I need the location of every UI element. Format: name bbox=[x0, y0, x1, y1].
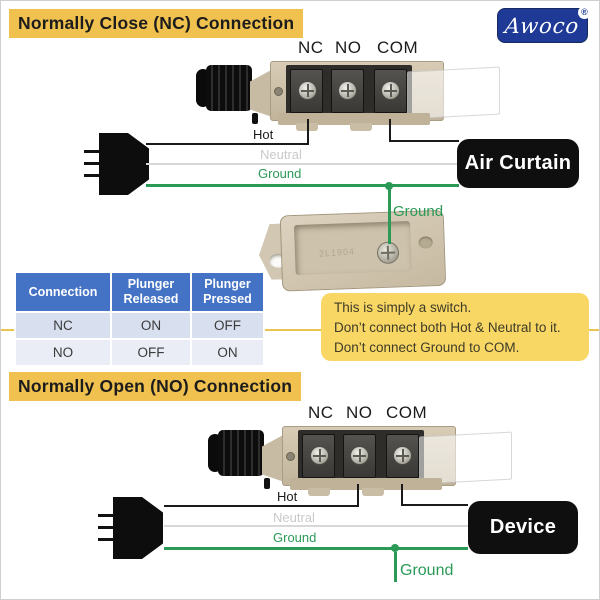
hot-wire bbox=[146, 143, 309, 145]
table-row: NO OFF ON bbox=[16, 340, 263, 365]
note-line: Don’t connect Ground to COM. bbox=[334, 340, 520, 355]
mount-tab bbox=[350, 123, 372, 131]
translucent-cover bbox=[407, 66, 500, 120]
column-header: Plunger Released bbox=[112, 273, 190, 311]
plug-body bbox=[113, 497, 163, 559]
no-terminal-label-no: NO bbox=[346, 403, 373, 422]
terminal-block-com bbox=[374, 69, 407, 113]
terminal-screw-no bbox=[350, 446, 369, 465]
terminal-screw-nc bbox=[310, 446, 329, 465]
ground-junction-dot bbox=[385, 182, 393, 190]
cell-released: OFF bbox=[112, 340, 190, 365]
hot-label-nc: Hot bbox=[253, 127, 274, 142]
plunger bbox=[218, 430, 264, 476]
neutral-wire bbox=[146, 163, 457, 165]
hot-wire-vertical bbox=[357, 484, 359, 507]
terminal-screw-com bbox=[381, 81, 400, 100]
hot-label-no: Hot bbox=[277, 489, 298, 504]
neutral-label-nc: Neutral bbox=[260, 147, 302, 162]
neutral-wire bbox=[164, 525, 468, 527]
nc-terminal-label-com: COM bbox=[377, 38, 419, 57]
mount-tab bbox=[308, 488, 330, 496]
column-header: Plunger Pressed bbox=[192, 273, 263, 311]
registered-trademark-icon: ® bbox=[578, 6, 591, 19]
cell-connection: NC bbox=[16, 313, 110, 338]
nc-terminal-label-nc: NC bbox=[298, 38, 324, 57]
body-pin bbox=[274, 87, 283, 96]
note-line: This is simply a switch. bbox=[334, 300, 472, 315]
connection-table: Connection Plunger Released Plunger Pres… bbox=[14, 271, 265, 367]
cell-pressed: OFF bbox=[192, 313, 263, 338]
cell-pressed: ON bbox=[192, 340, 263, 365]
no-terminal-label-com: COM bbox=[386, 403, 428, 422]
terminal-screw-nc bbox=[298, 81, 317, 100]
power-plug-no bbox=[98, 497, 163, 559]
translucent-cover bbox=[419, 431, 512, 485]
cell-released: ON bbox=[112, 313, 190, 338]
nc-section-title: Normally Close (NC) Connection bbox=[9, 9, 304, 38]
plunger bbox=[206, 65, 252, 111]
plug-prong bbox=[98, 526, 115, 529]
power-plug-nc bbox=[84, 133, 149, 195]
warning-note: This is simply a switch. Don’t connect b… bbox=[321, 293, 589, 361]
ground-callout-nc: Ground bbox=[393, 203, 444, 220]
ground-wire-drop bbox=[388, 188, 391, 244]
body-pin bbox=[286, 452, 295, 461]
ground-wire bbox=[146, 184, 459, 187]
switch-base bbox=[278, 113, 430, 125]
air-curtain-label: Air Curtain bbox=[457, 139, 579, 188]
terminal-screw-no bbox=[338, 81, 357, 100]
no-terminal-label-nc: NC bbox=[308, 403, 334, 422]
plug-prong bbox=[84, 162, 101, 165]
ground-wire bbox=[164, 547, 468, 550]
limit-switch-photo-nc bbox=[194, 53, 504, 138]
device-label: Device bbox=[468, 501, 578, 554]
table-header-row: Connection Plunger Released Plunger Pres… bbox=[16, 273, 263, 311]
cell-connection: NO bbox=[16, 340, 110, 365]
awoco-logo-text: Awoco bbox=[504, 13, 581, 38]
switch-lever bbox=[252, 113, 258, 124]
note-line: Don’t connect both Hot & Neutral to it. bbox=[334, 320, 561, 335]
com-wire-vertical bbox=[401, 484, 403, 506]
hot-wire bbox=[164, 505, 359, 507]
nc-terminal-label-no: NO bbox=[335, 38, 362, 57]
ground-label-no: Ground bbox=[273, 530, 317, 545]
switch-lever bbox=[264, 478, 270, 489]
callout-line bbox=[1, 329, 599, 331]
column-header: Connection bbox=[16, 273, 110, 311]
ground-callout-no: Ground bbox=[400, 562, 454, 579]
no-section-title: Normally Open (NO) Connection bbox=[9, 372, 302, 401]
plug-prong bbox=[98, 538, 115, 541]
plug-prong bbox=[84, 150, 101, 153]
plug-prong bbox=[84, 174, 101, 177]
switch-back-photo: 2L1904 bbox=[256, 209, 451, 297]
switch-base bbox=[290, 478, 442, 490]
terminal-screw-com bbox=[393, 446, 412, 465]
table-row: NC ON OFF bbox=[16, 313, 263, 338]
com-wire bbox=[401, 504, 468, 506]
limit-switch-photo-no bbox=[206, 418, 516, 503]
mount-tab bbox=[362, 488, 384, 496]
neutral-label-no: Neutral bbox=[273, 510, 315, 525]
ground-wire-drop bbox=[394, 552, 397, 582]
awoco-logo: Awoco bbox=[497, 8, 588, 43]
plug-prong bbox=[98, 514, 115, 517]
plug-body bbox=[99, 133, 149, 195]
ground-label-nc: Ground bbox=[258, 166, 302, 181]
hot-wire-vertical bbox=[307, 119, 309, 145]
com-wire-vertical bbox=[389, 119, 391, 142]
ground-junction-dot bbox=[391, 544, 399, 552]
com-wire bbox=[389, 140, 459, 142]
